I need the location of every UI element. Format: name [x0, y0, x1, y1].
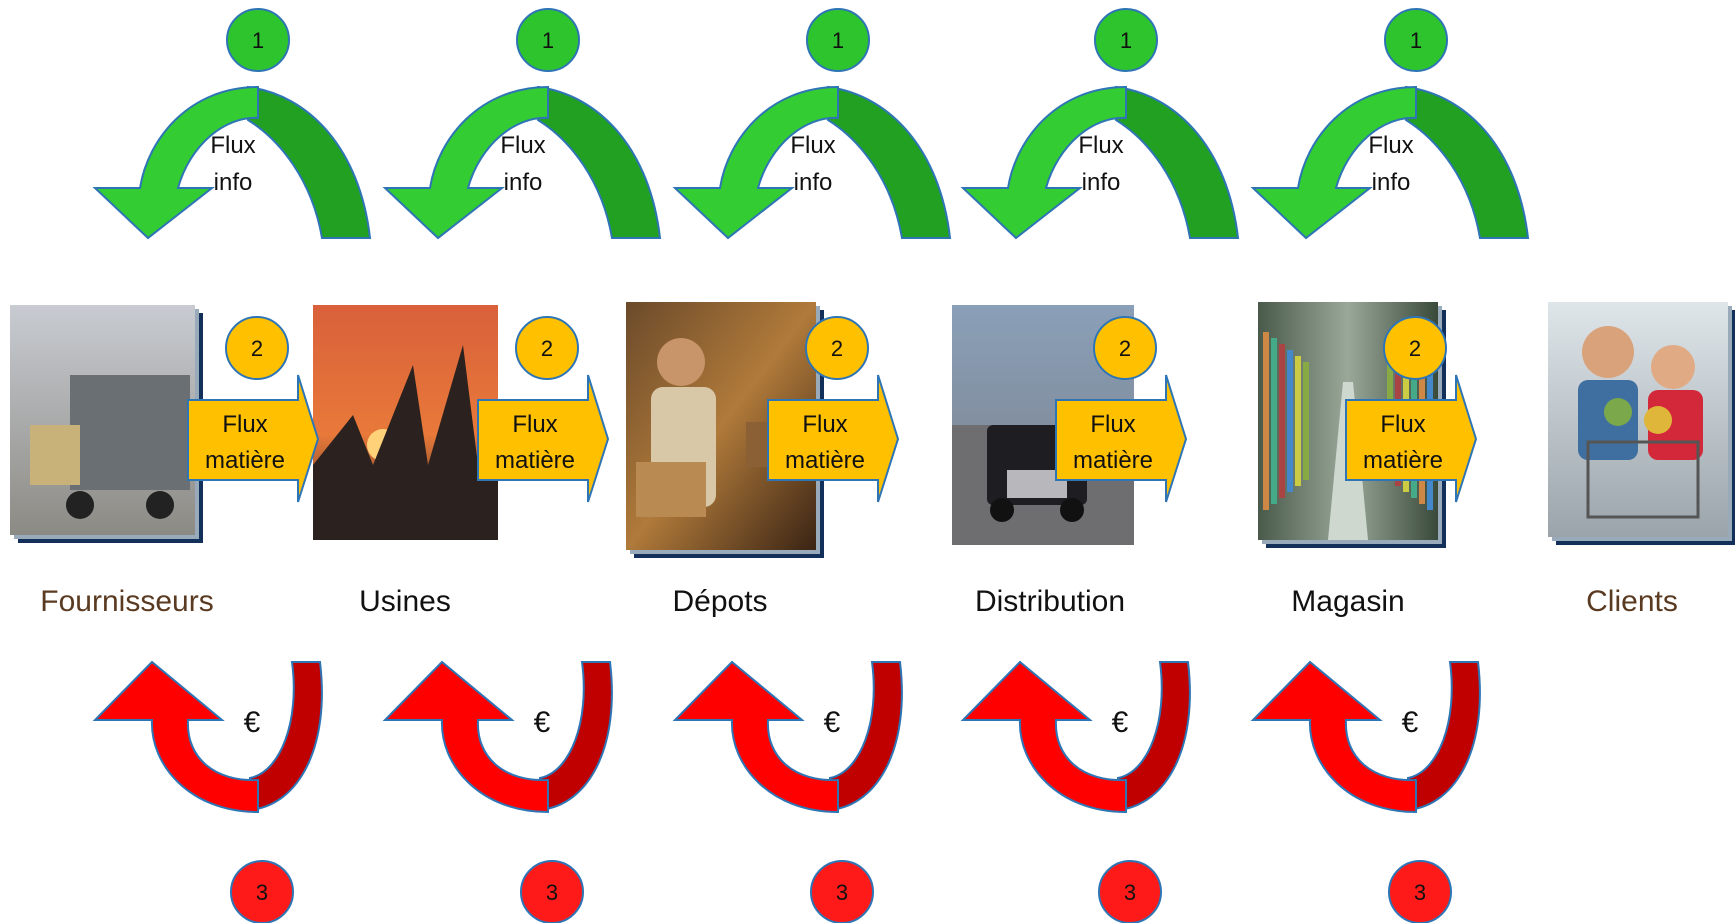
- info-badge-number: 1: [832, 28, 844, 53]
- info-flow-arrow: Flux info: [382, 85, 662, 240]
- info-flow-label-line2: info: [1082, 169, 1121, 196]
- info-badge: 1: [516, 8, 580, 72]
- stage-label-distribution: Distribution: [974, 585, 1126, 618]
- euro-symbol: €: [1112, 706, 1129, 739]
- info-badge-number: 1: [1120, 28, 1132, 53]
- matter-flow-arrow: Flux matière: [1055, 374, 1188, 503]
- money-flow-arrow: €: [1250, 660, 1481, 814]
- info-flow-label-line1: Flux: [500, 132, 545, 159]
- info-flow-label-line1: Flux: [210, 132, 255, 159]
- euro-symbol: €: [244, 706, 261, 739]
- info-badge: 1: [1384, 8, 1448, 72]
- info-badge: 1: [806, 8, 870, 72]
- money-badge: 3: [1098, 860, 1162, 923]
- matter-flow-label-line1: Flux: [1090, 411, 1135, 438]
- stage-label-fournisseurs: Fournisseurs: [40, 585, 214, 618]
- money-flow-arrow: €: [960, 660, 1191, 814]
- euro-symbol: €: [824, 706, 841, 739]
- matter-flow-label-line2: matière: [785, 447, 865, 474]
- info-flow-label-line1: Flux: [790, 132, 835, 159]
- matter-flow-label-line1: Flux: [802, 411, 847, 438]
- matter-flow-label-line1: Flux: [222, 411, 267, 438]
- info-badge-number: 1: [542, 28, 554, 53]
- info-flow-arrow: Flux info: [1250, 85, 1530, 240]
- matter-flow-label-line1: Flux: [512, 411, 557, 438]
- euro-symbol: €: [534, 706, 551, 739]
- stage-photo-warehouse-worker-boxes-photo: [626, 302, 824, 558]
- money-badge-number: 3: [1414, 880, 1426, 905]
- matter-badge-number: 2: [831, 336, 843, 361]
- stage-photo-couple-shopping-cart-photo: [1548, 302, 1735, 545]
- matter-flow-label-line2: matière: [205, 447, 285, 474]
- money-badge-number: 3: [256, 880, 268, 905]
- matter-badge: 2: [515, 316, 579, 380]
- info-flow-label-line2: info: [504, 169, 543, 196]
- matter-flow-arrow: Flux matière: [187, 374, 320, 503]
- stage-label-magasin: Magasin: [1291, 585, 1405, 618]
- money-badge-number: 3: [1124, 880, 1136, 905]
- info-badge-number: 1: [252, 28, 264, 53]
- matter-flow-label-line2: matière: [1073, 447, 1153, 474]
- matter-badge-number: 2: [251, 336, 263, 361]
- info-badge: 1: [226, 8, 290, 72]
- money-flow-arrow: €: [382, 660, 613, 814]
- matter-badge-number: 2: [1119, 336, 1131, 361]
- matter-flow-arrow: Flux matière: [1345, 374, 1478, 503]
- euro-symbol: €: [1402, 706, 1419, 739]
- money-flow-arrow: €: [672, 660, 903, 814]
- money-badge: 3: [1388, 860, 1452, 923]
- matter-flow-arrow: Flux matière: [477, 374, 610, 503]
- info-flow-label-line2: info: [1372, 169, 1411, 196]
- money-badge: 3: [520, 860, 584, 923]
- stage-photo-factory-sunset-silhouette-photo: [313, 305, 498, 540]
- matter-flow-label-line1: Flux: [1380, 411, 1425, 438]
- info-flow-label-line2: info: [214, 169, 253, 196]
- matter-badge-number: 2: [541, 336, 553, 361]
- info-flow-arrow: Flux info: [960, 85, 1240, 240]
- info-flow-arrow: Flux info: [672, 85, 952, 240]
- stage-label-clients: Clients: [1586, 585, 1678, 618]
- money-badge: 3: [810, 860, 874, 923]
- info-flow-label-line1: Flux: [1368, 132, 1413, 159]
- matter-badge: 2: [1383, 316, 1447, 380]
- info-flow-label-line2: info: [794, 169, 833, 196]
- stage-photo-forklift-loading-container-photo: [10, 305, 203, 543]
- matter-badge: 2: [225, 316, 289, 380]
- stage-label-usines: Usines: [359, 585, 451, 618]
- money-badge: 3: [230, 860, 294, 923]
- matter-badge-number: 2: [1409, 336, 1421, 361]
- info-flow-arrow: Flux info: [92, 85, 372, 240]
- matter-badge: 2: [805, 316, 869, 380]
- info-flow-label-line1: Flux: [1078, 132, 1123, 159]
- info-badge-number: 1: [1410, 28, 1422, 53]
- matter-badge: 2: [1093, 316, 1157, 380]
- money-flow-arrow: €: [92, 660, 323, 814]
- matter-flow-arrow: Flux matière: [767, 374, 900, 503]
- money-badge-number: 3: [546, 880, 558, 905]
- info-badge: 1: [1094, 8, 1158, 72]
- matter-flow-label-line2: matière: [495, 447, 575, 474]
- money-badge-number: 3: [836, 880, 848, 905]
- stage-label-dpots: Dépots: [672, 585, 768, 618]
- matter-flow-label-line2: matière: [1363, 447, 1443, 474]
